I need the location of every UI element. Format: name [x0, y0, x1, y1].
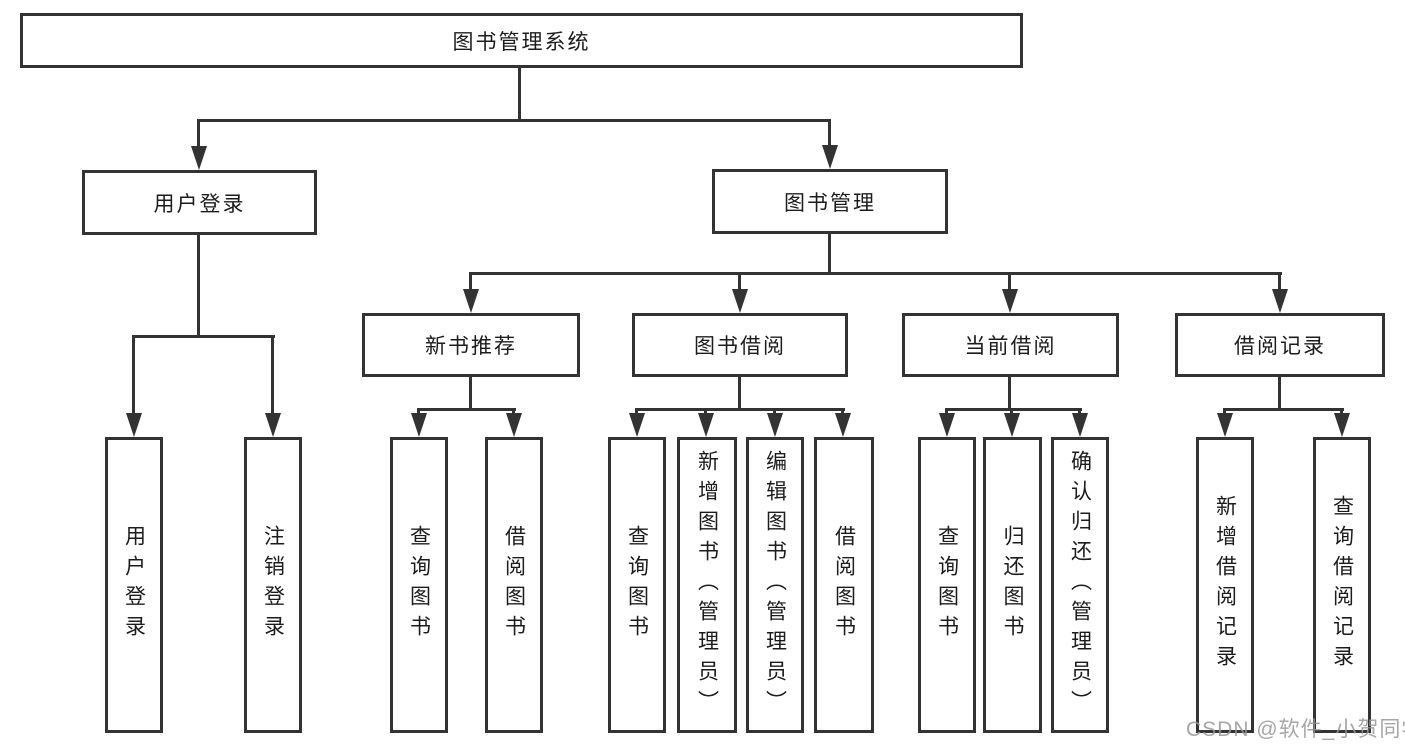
arrow-down-icon — [698, 413, 714, 437]
node-new-book-recommendation: 新书推荐 — [362, 313, 580, 377]
connector-line — [841, 408, 844, 414]
leaf-query-books: 查询图书 — [918, 437, 976, 733]
arrow-down-icon — [835, 413, 851, 437]
arrow-down-icon — [411, 413, 427, 437]
connector-line — [1008, 377, 1011, 408]
leaf-label: 查询图书 — [625, 525, 649, 645]
node-book-borrowing: 图书借阅 — [632, 313, 848, 377]
leaf-label: 借阅图书 — [832, 525, 856, 645]
connector-line — [635, 408, 845, 411]
connector-line — [1223, 408, 1226, 414]
node-label: 图书借阅 — [694, 335, 786, 358]
connector-line — [828, 119, 831, 145]
connector-line — [1223, 408, 1344, 411]
leaf-label: 查询图书 — [935, 525, 959, 645]
connector-line — [1278, 377, 1281, 408]
leaf-label: 编辑图书（管理员） — [763, 450, 787, 720]
leaf-query-borrow-record: 查询借阅记录 — [1313, 437, 1371, 733]
connector-line — [132, 335, 275, 338]
leaf-label: 用户登录 — [122, 525, 146, 645]
node-label: 图书管理 — [784, 191, 876, 215]
arrow-down-icon — [126, 413, 142, 437]
connector-line — [1078, 408, 1081, 414]
node-label: 借阅记录 — [1234, 335, 1326, 358]
connector-line — [945, 408, 948, 414]
connector-line — [518, 68, 521, 120]
connector-line — [197, 235, 200, 335]
csdn-watermark: CSDN @软件_小贺同学 — [1186, 718, 1405, 741]
leaf-label: 新增图书（管理员） — [695, 450, 719, 720]
leaf-confirm-return-admin: 确认归还（管理员） — [1051, 437, 1109, 733]
connector-line — [271, 335, 274, 413]
leaf-label: 新增借阅记录 — [1213, 495, 1237, 675]
leaf-edit-book-admin: 编辑图书（管理员） — [746, 437, 804, 733]
leaf-query-books: 查询图书 — [390, 437, 448, 733]
leaf-borrow-books: 借阅图书 — [485, 437, 543, 733]
connector-line — [132, 335, 135, 413]
arrow-down-icon — [1334, 413, 1350, 437]
connector-line — [1008, 272, 1011, 289]
leaf-label: 查询借阅记录 — [1330, 495, 1354, 675]
leaf-borrow-books: 借阅图书 — [814, 437, 874, 733]
leaf-label: 借阅图书 — [502, 525, 526, 645]
node-label: 图书管理系统 — [452, 30, 591, 54]
leaf-logout: 注销登录 — [244, 437, 302, 733]
connector-line — [1010, 408, 1013, 414]
connector-line — [635, 408, 638, 414]
connector-line — [1278, 272, 1281, 289]
node-label: 新书推荐 — [425, 335, 517, 358]
leaf-label: 确认归还（管理员） — [1068, 450, 1092, 720]
arrow-down-icon — [463, 289, 479, 313]
leaf-query-books: 查询图书 — [608, 437, 666, 733]
connector-line — [773, 408, 776, 414]
connector-line — [417, 408, 420, 414]
connector-line — [1340, 408, 1343, 414]
node-borrowing-records: 借阅记录 — [1175, 313, 1385, 377]
arrow-down-icon — [939, 413, 955, 437]
leaf-label: 查询图书 — [407, 525, 431, 645]
leaf-label: 注销登录 — [261, 525, 285, 645]
node-label: 当前借阅 — [964, 335, 1057, 358]
node-user-login: 用户登录 — [82, 170, 317, 235]
arrow-down-icon — [265, 413, 281, 437]
connector-line — [738, 272, 741, 289]
leaf-label: 归还图书 — [1001, 525, 1025, 645]
arrow-down-icon — [1217, 413, 1233, 437]
connector-line — [417, 408, 516, 411]
arrow-down-icon — [1272, 289, 1288, 313]
connector-line — [738, 377, 741, 408]
leaf-add-book-admin: 新增图书（管理员） — [677, 437, 737, 733]
node-current-borrowing: 当前借阅 — [902, 313, 1119, 377]
arrow-down-icon — [1072, 413, 1088, 437]
node-library-management-system: 图书管理系统 — [20, 13, 1023, 68]
leaf-return-books: 归还图书 — [983, 437, 1042, 733]
arrow-down-icon — [1002, 289, 1018, 313]
connector-line — [828, 234, 831, 272]
leaf-add-borrow-record: 新增借阅记录 — [1196, 437, 1254, 733]
connector-line — [945, 408, 1082, 411]
node-book-management: 图书管理 — [712, 169, 948, 234]
arrow-down-icon — [506, 413, 522, 437]
arrow-down-icon — [822, 145, 838, 169]
connector-line — [469, 272, 1282, 275]
connector-line — [197, 119, 200, 146]
arrow-down-icon — [767, 413, 783, 437]
arrow-down-icon — [629, 413, 645, 437]
arrow-down-icon — [732, 289, 748, 313]
connector-line — [469, 272, 472, 289]
arrow-down-icon — [191, 146, 207, 170]
connector-line — [197, 119, 831, 122]
node-label: 用户登录 — [153, 192, 246, 216]
connector-line — [469, 377, 472, 408]
leaf-user-login: 用户登录 — [105, 437, 163, 733]
arrow-down-icon — [1004, 413, 1020, 437]
connector-line — [704, 408, 707, 414]
connector-line — [512, 408, 515, 414]
